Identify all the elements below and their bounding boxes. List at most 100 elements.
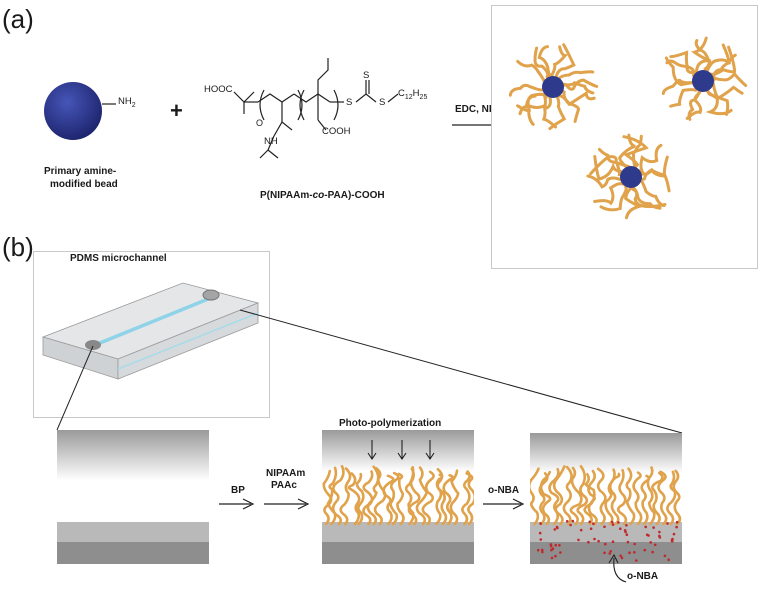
onba-dot (625, 524, 628, 527)
onba-dot (603, 525, 606, 529)
onba-dot (658, 530, 661, 534)
brush-chain (355, 472, 365, 526)
onba-dot (653, 543, 657, 547)
onba-dot (589, 527, 593, 530)
bead-sphere (44, 82, 102, 140)
onba-dot (588, 520, 591, 524)
onba-dot (549, 543, 553, 546)
onba-dot (554, 543, 558, 547)
photo-polymerization-label: Photo-polymerization (339, 418, 442, 429)
brush-chain (657, 470, 668, 526)
polymer-caption: P(NIPAAm-co-PAA)-COOH (260, 190, 385, 201)
brush-chain (596, 467, 607, 526)
brush-chain (530, 467, 540, 526)
outlet-port (202, 289, 220, 301)
brush-chain (625, 467, 636, 526)
onba-dot (539, 522, 542, 525)
brush-channel-box (322, 430, 474, 564)
carbonyl-o-label: O (256, 118, 263, 128)
onba-dot (644, 525, 647, 529)
pdms-device-box (33, 251, 270, 418)
onba-dot (558, 544, 561, 547)
onba-pointer-arrow (608, 553, 627, 583)
onba-dot (539, 538, 543, 541)
brush-chain (666, 470, 677, 526)
sulfur-label-2: S (363, 70, 370, 81)
grafted-bead-1 (508, 43, 599, 131)
nh-label: NH (264, 136, 278, 147)
bp-arrow (219, 498, 255, 510)
onba-particles (536, 519, 679, 562)
onba-dot (666, 522, 669, 525)
brush-chain (331, 464, 345, 526)
onba-dot (623, 529, 627, 532)
step-nipaam-label: NIPAAm (266, 468, 306, 479)
onba-dot (609, 550, 612, 553)
onba-dot (556, 526, 559, 530)
brush-chain (608, 472, 621, 526)
onba-dot (571, 519, 575, 523)
brush-chain (539, 470, 552, 526)
brush-chain (646, 466, 656, 526)
sulfur-label-3: S (379, 97, 386, 108)
device-title: PDMS microchannel (70, 253, 167, 264)
onba-dot (603, 551, 606, 555)
brush-chain (347, 472, 361, 526)
brush-chain (569, 466, 583, 526)
brush-chain (538, 472, 549, 526)
onba-dot (569, 523, 572, 527)
onba-dot (579, 528, 583, 532)
onba-dot (549, 545, 553, 548)
bead-core (542, 76, 564, 98)
onba-dot (651, 550, 654, 554)
microchannel (94, 295, 214, 347)
polymer-brush-1 (322, 464, 474, 526)
hooc-label: HOOC (204, 84, 233, 95)
onba-dot (559, 551, 562, 554)
brush-chain (552, 465, 566, 526)
onba-dot (620, 556, 624, 560)
onba-dot (643, 548, 647, 552)
bare-channel-box (57, 430, 209, 564)
onba-dot (625, 533, 629, 536)
onba-dot (565, 520, 569, 523)
onba-dot (550, 548, 553, 552)
step-bp-label: BP (231, 485, 245, 496)
polymer-brush-2 (530, 465, 682, 526)
onba-dot (554, 554, 557, 558)
step-paac-label: PAAc (271, 480, 297, 491)
brush-chain (442, 474, 455, 526)
onba-dot (619, 554, 622, 558)
onba-dot (633, 551, 636, 554)
onba-dot (628, 551, 631, 554)
onba-dot (670, 540, 674, 543)
onba-dot (647, 534, 650, 537)
onba-dot (619, 527, 622, 530)
onba-dot (675, 525, 678, 529)
brush-chain (435, 473, 448, 526)
plus-sign: + (170, 98, 183, 123)
amine-bead-graphic (44, 82, 116, 140)
onba-dot (593, 537, 596, 541)
onba-dot (597, 539, 600, 543)
brush-chain (396, 472, 405, 526)
brush-chain (407, 467, 421, 526)
cooh-label: COOH (322, 126, 351, 137)
bead-core (620, 166, 642, 188)
onba-arrow (483, 498, 525, 510)
onba-dot (608, 552, 611, 555)
amine-group-label: NH2 (118, 96, 136, 109)
brush-chain (339, 467, 352, 526)
onba-dot (577, 538, 580, 542)
brush-chain (576, 465, 589, 526)
onba-dot (667, 558, 670, 562)
onba-dot (610, 520, 614, 524)
grafted-bead-box (491, 5, 758, 269)
brush-chain (672, 469, 682, 526)
brush-chain (562, 465, 573, 526)
onba-dot (540, 548, 544, 552)
panel-b-label: (b) (2, 232, 34, 262)
brush-chain (435, 468, 444, 526)
onba-dot (592, 522, 595, 526)
